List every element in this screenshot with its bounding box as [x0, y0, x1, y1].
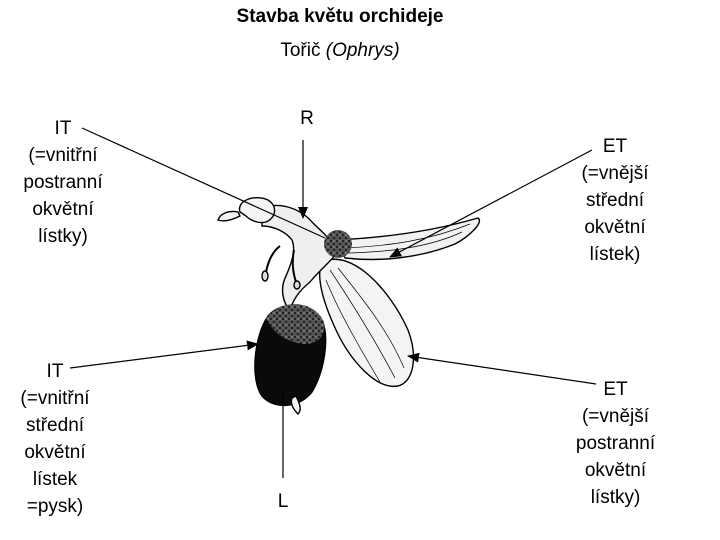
label-desc-line: postranní: [575, 433, 656, 454]
labellum-appendage: [290, 395, 301, 415]
label-desc-line: okvětní: [584, 217, 646, 238]
label-desc-line: okvětní: [32, 199, 94, 220]
label-code: ET: [603, 379, 628, 400]
subtitle-common-name: Tořič: [280, 40, 321, 61]
anther-fuzz: [324, 230, 352, 258]
label-l: L: [268, 488, 298, 515]
column-shape: [261, 204, 339, 314]
lateral-petal-2: [291, 249, 297, 283]
label-desc-line: lístky): [38, 226, 88, 247]
label-code: IT: [54, 118, 72, 139]
pointer-et-bottom: [407, 352, 597, 385]
label-desc-line: okvětní: [24, 442, 86, 463]
pointer-lines: [69, 127, 597, 478]
labellum-fuzz: [266, 304, 325, 344]
label-desc-line: (=vnější: [581, 163, 649, 184]
label-desc-line: lístek): [589, 244, 641, 265]
lateral-petal-2-tip: [293, 280, 301, 290]
label-code: L: [277, 491, 289, 512]
subtitle-genus: (Ophrys): [325, 40, 400, 61]
label-desc-line: střední: [25, 415, 85, 436]
lateral-petal-1-tip: [261, 270, 269, 282]
dorsal-sepal-shape: [333, 217, 481, 261]
diagram-subtitle: Tořič (Ophrys): [0, 40, 680, 62]
label-et-dorsal-sepal: ET (=vnější střední okvětní lístek): [560, 133, 670, 268]
label-code: ET: [602, 136, 628, 157]
lateral-sepal-veins: [325, 267, 405, 383]
label-it-lateral-petals: IT (=vnitřní postranní okvětní lístky): [8, 115, 118, 250]
label-et-lateral-sepals: ET (=vnější postranní okvětní lístky): [558, 376, 673, 511]
label-desc-line: lístek: [32, 469, 78, 490]
label-desc-line: střední: [585, 190, 645, 211]
pointer-it-bottom: [69, 340, 259, 369]
label-it-labellum: IT (=vnitřní střední okvětní lístek =pys…: [0, 358, 110, 520]
label-desc-line: lístky): [590, 487, 641, 508]
lateral-petal-1: [265, 245, 281, 273]
label-desc-line: postranní: [23, 172, 103, 193]
rostellum-tip: [217, 210, 241, 222]
lateral-sepal-shape: [319, 258, 415, 387]
label-code: R: [300, 108, 314, 129]
diagram-title: Stavba květu orchideje: [236, 6, 444, 27]
pointer-et-top: [389, 149, 593, 258]
orchid-flower-drawing: [217, 196, 481, 415]
label-code: IT: [46, 361, 64, 382]
label-desc-line: (=vnitřní: [28, 145, 98, 166]
label-desc-line: (=vnitřní: [20, 388, 90, 409]
label-desc-line: (=vnější: [581, 406, 650, 427]
label-desc-line: okvětní: [584, 460, 647, 481]
label-r: R: [290, 105, 324, 132]
label-desc-line: =pysk): [26, 496, 84, 517]
pointer-it-top: [81, 127, 326, 239]
